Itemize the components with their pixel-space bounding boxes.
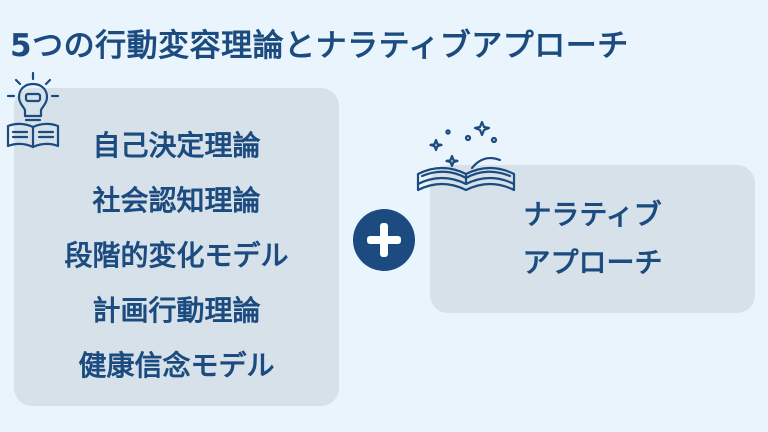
lightbulb-book-icon <box>6 71 60 149</box>
narrative-line-1: ナラティブ <box>523 198 662 231</box>
narrative-approach-label: ナラティブ アプローチ <box>430 191 755 287</box>
theory-self-determination: 自己決定理論 <box>92 129 261 162</box>
theory-social-cognitive: 社会認知理論 <box>92 184 261 217</box>
theory-list: 自己決定理論 社会認知理論 段階的変化モデル 計画行動理論 健康信念モデル <box>14 118 339 393</box>
theories-panel <box>14 88 339 406</box>
plus-icon <box>353 209 415 271</box>
open-book-sparkles-icon <box>416 120 516 192</box>
theory-transtheoretical: 段階的変化モデル <box>64 239 289 272</box>
theory-health-belief: 健康信念モデル <box>78 349 275 382</box>
theory-planned-behavior: 計画行動理論 <box>92 294 261 327</box>
narrative-panel <box>430 165 755 313</box>
narrative-line-2: アプローチ <box>522 246 663 279</box>
page-title: 5つの行動変容理論とナラティブアプローチ <box>10 28 629 64</box>
